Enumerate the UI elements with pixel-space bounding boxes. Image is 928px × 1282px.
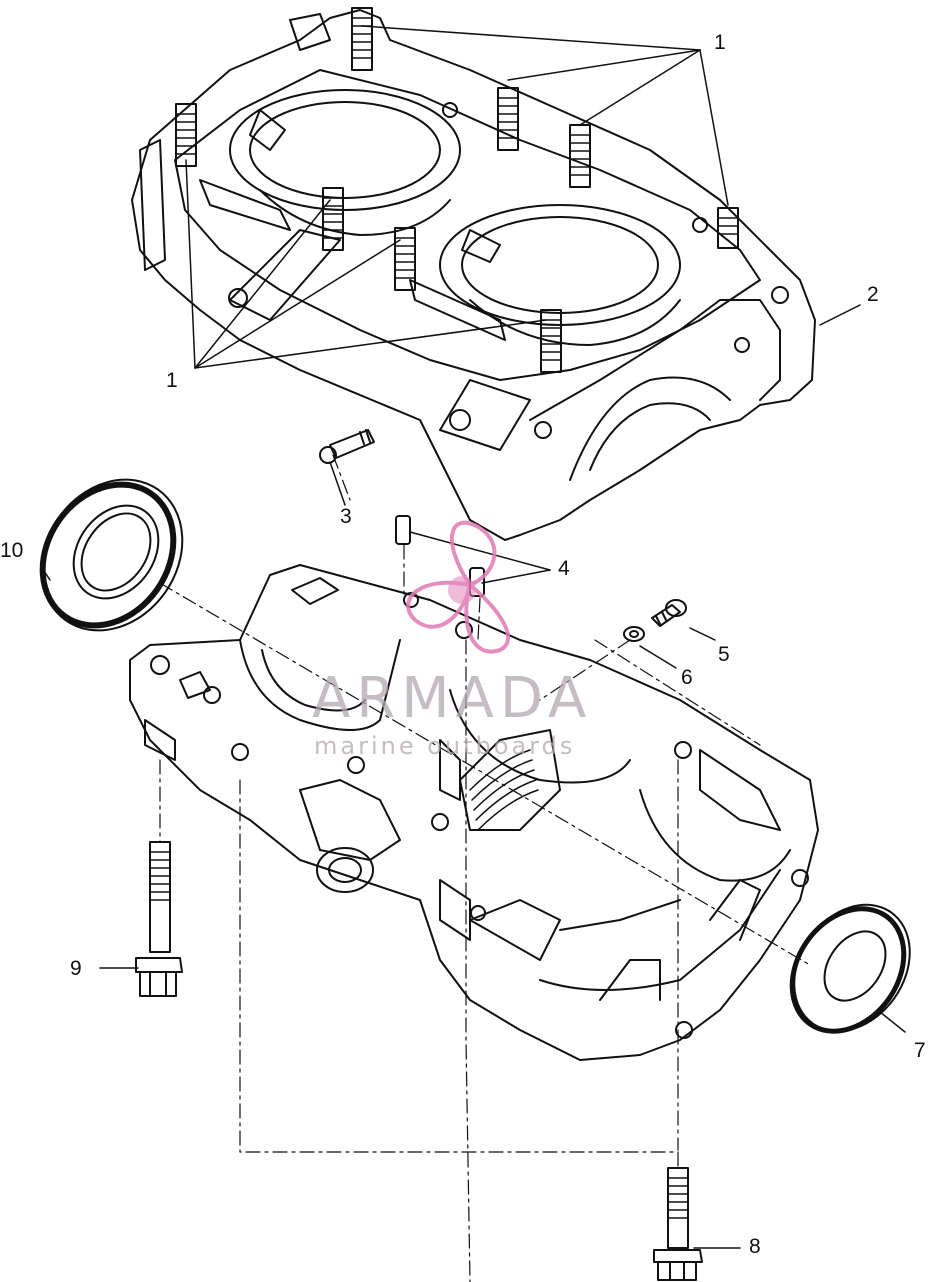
upper-crankcase xyxy=(131,7,816,541)
callout-label: 1 xyxy=(714,31,726,54)
callout-label: 10 xyxy=(0,539,24,562)
callout-label: 8 xyxy=(749,1235,761,1258)
part-5-bolt xyxy=(651,599,687,627)
callout-label: 3 xyxy=(340,505,352,528)
stud-bolts xyxy=(175,7,739,373)
part-8-bolt xyxy=(653,1167,703,1281)
callout-label: 9 xyxy=(70,957,82,980)
part-3-screw xyxy=(319,429,375,464)
callout-leaders xyxy=(41,25,906,1249)
part-6-washer xyxy=(623,626,645,642)
callout-label: 6 xyxy=(681,666,693,689)
callout-label: 5 xyxy=(718,643,730,666)
part-9-bolt xyxy=(135,841,183,997)
part-10-seal xyxy=(39,478,184,632)
callout-label: 7 xyxy=(914,1039,926,1062)
callout-label: 4 xyxy=(558,557,570,580)
callout-label: 1 xyxy=(166,369,178,392)
callout-label: 2 xyxy=(867,283,879,306)
watermark-propeller-logo xyxy=(406,520,510,654)
part-7-seal xyxy=(789,903,911,1034)
assembly-guide-lines xyxy=(159,454,811,1282)
